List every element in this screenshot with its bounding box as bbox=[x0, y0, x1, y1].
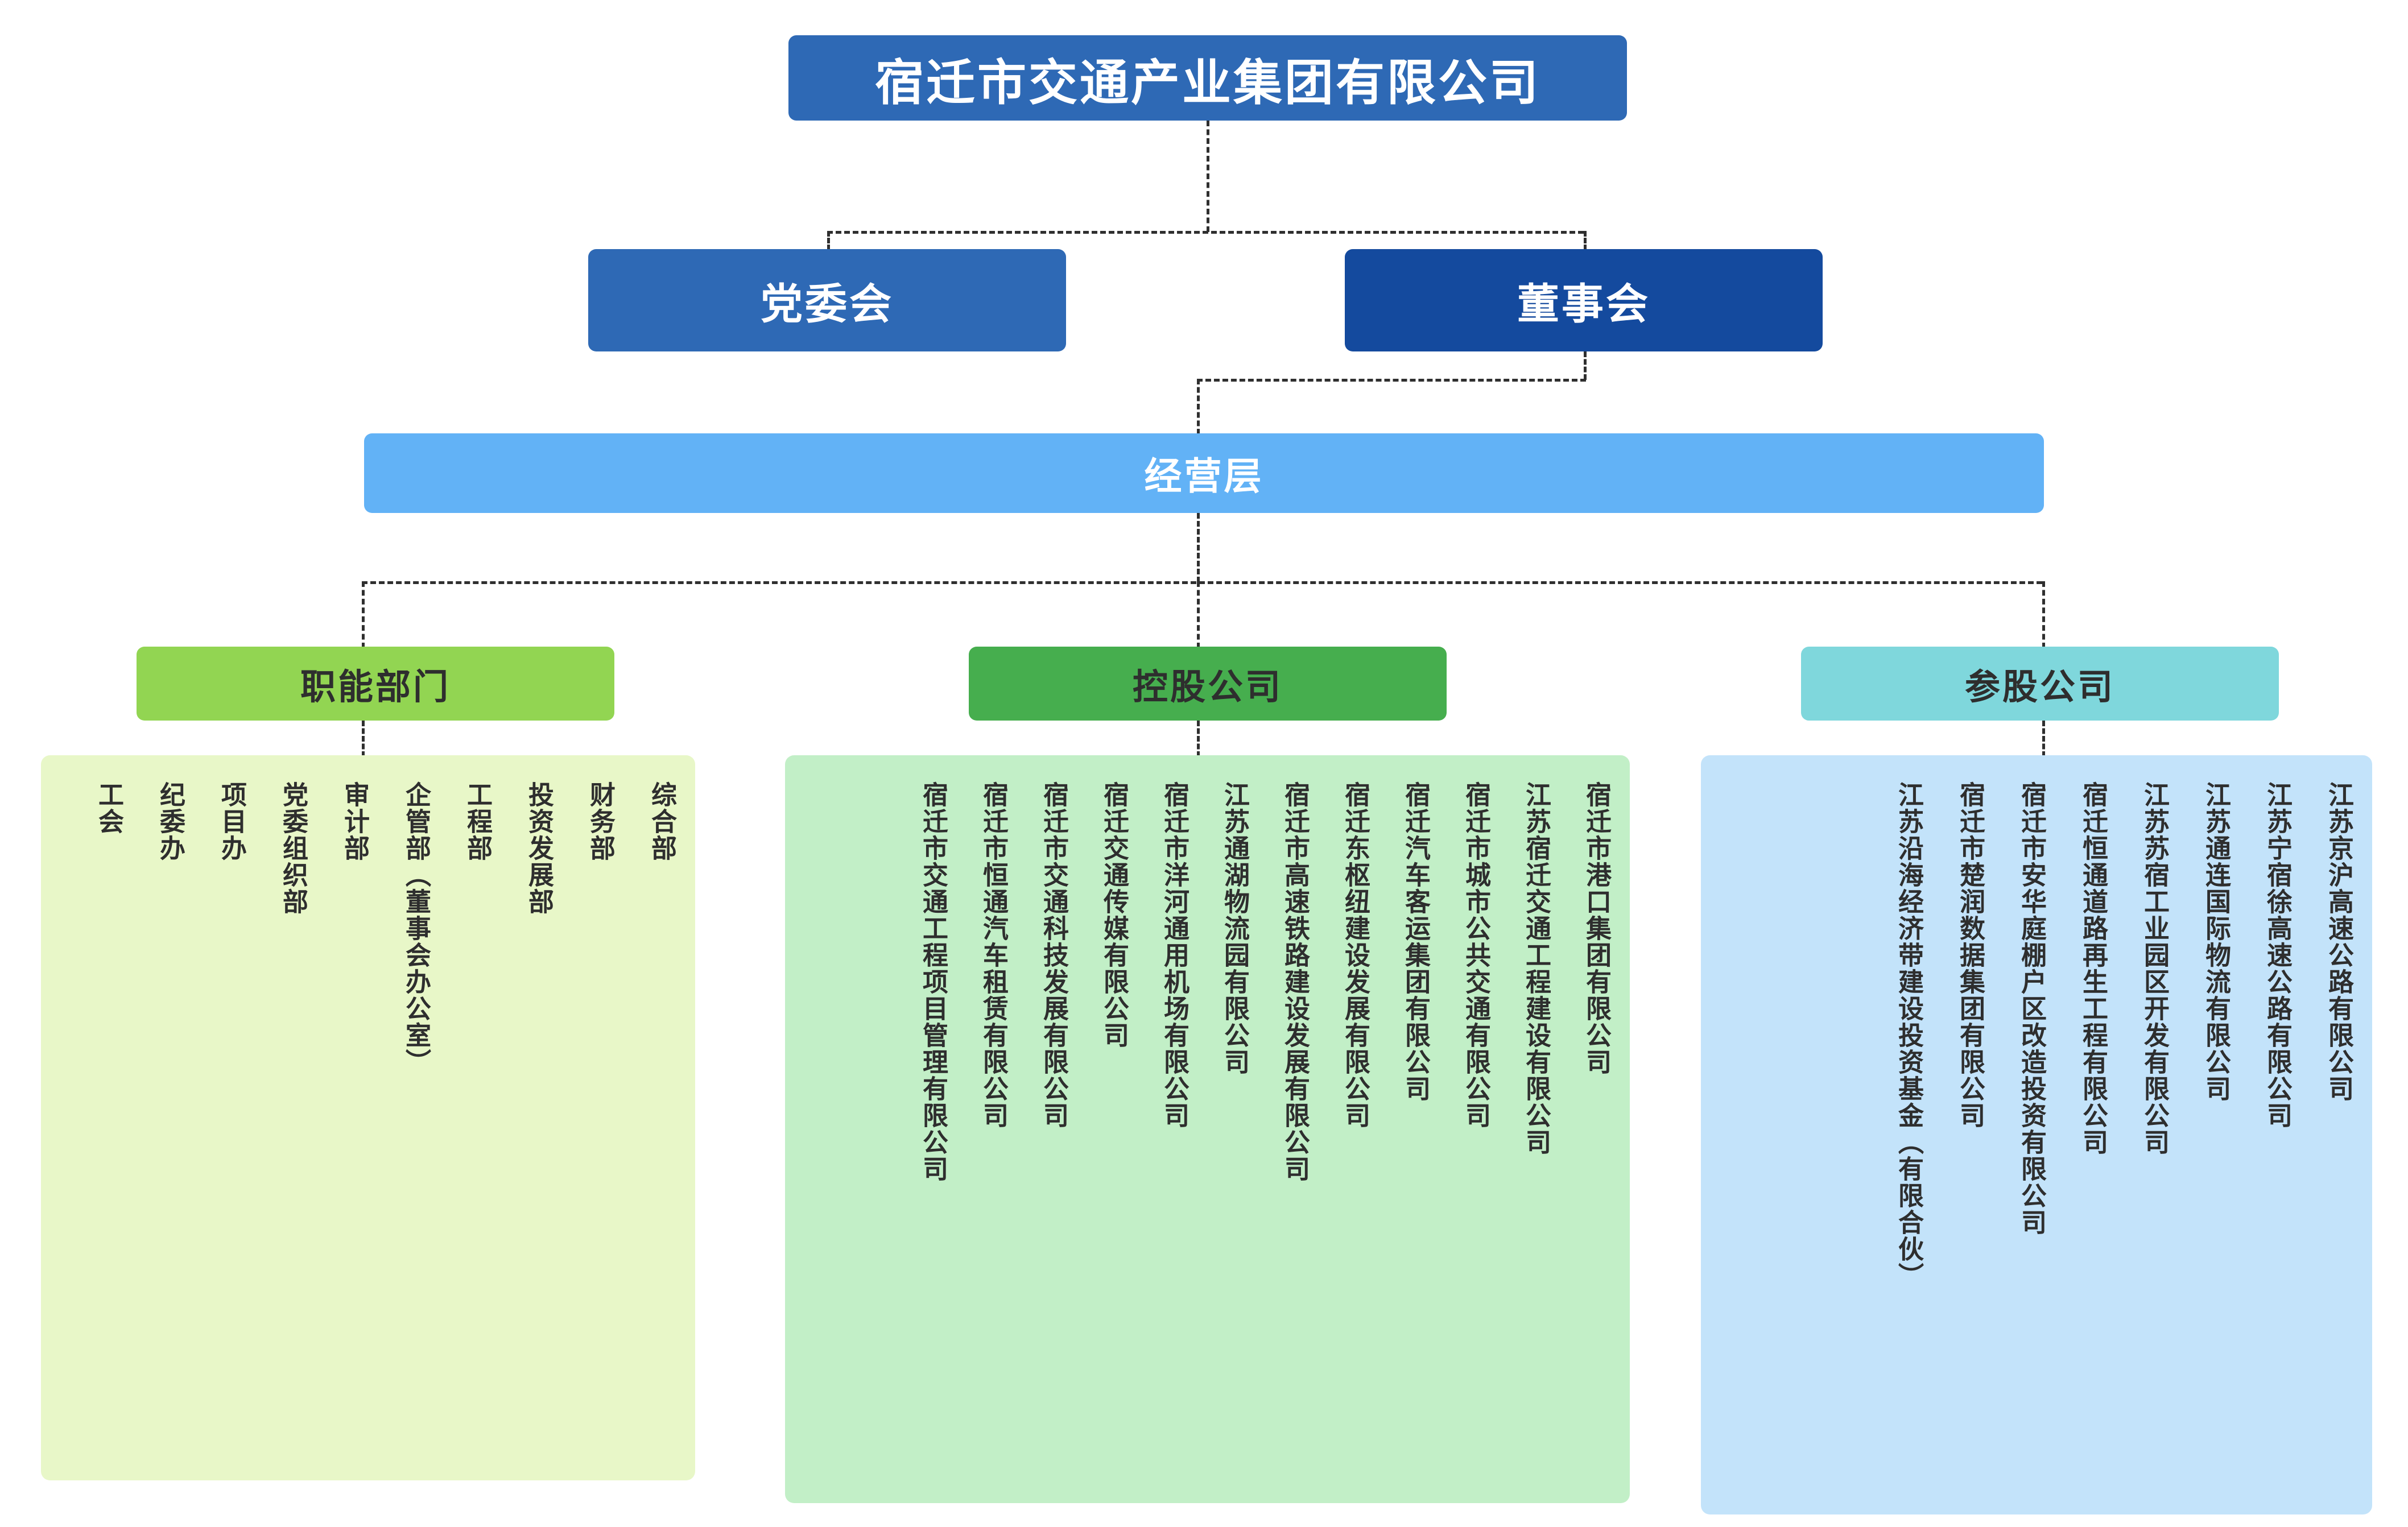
connector-board-to-mgmt bbox=[1197, 379, 1586, 382]
list-item[interactable]: 江苏通湖物流园有限公司 bbox=[1220, 781, 1249, 1075]
connector-board-drop bbox=[1584, 351, 1587, 380]
list-item[interactable]: 工程部 bbox=[463, 781, 492, 862]
connector-holding-to-panel bbox=[1197, 721, 1200, 757]
list-item[interactable]: 宿迁市高速铁路建设发展有限公司 bbox=[1281, 781, 1310, 1182]
panel-participation-companies: 江苏京沪高速公路有限公司 江苏宁宿徐高速公路有限公司 江苏通连国际物流有限公司 … bbox=[1701, 755, 2372, 1514]
list-item[interactable]: 宿迁汽车客运集团有限公司 bbox=[1401, 781, 1430, 1102]
list-item[interactable]: 宿迁交通传媒有限公司 bbox=[1100, 781, 1129, 1049]
list-item[interactable]: 宿迁市安华庭棚户区改造投资有限公司 bbox=[2017, 781, 2046, 1236]
connector-categories-bus bbox=[362, 581, 2042, 584]
list-item[interactable]: 宿迁市交通科技发展有限公司 bbox=[1039, 781, 1068, 1129]
list-item[interactable]: 宿迁东枢纽建设发展有限公司 bbox=[1341, 781, 1370, 1129]
list-item[interactable]: 江苏宿迁交通工程建设有限公司 bbox=[1522, 781, 1551, 1156]
connector-to-holding bbox=[1197, 581, 1200, 648]
list-item[interactable]: 宿迁市恒通汽车租赁有限公司 bbox=[979, 781, 1008, 1129]
list-item[interactable]: 宿迁市洋河通用机场有限公司 bbox=[1160, 781, 1189, 1129]
connector-participation-to-panel bbox=[2042, 721, 2045, 757]
panel-holding-companies: 宿迁市港口集团有限公司 江苏宿迁交通工程建设有限公司 宿迁市城市公共交通有限公司… bbox=[785, 755, 1630, 1503]
list-item[interactable]: 审计部 bbox=[340, 781, 369, 862]
list-item[interactable]: 财务部 bbox=[586, 781, 615, 862]
list-item[interactable]: 宿迁市城市公共交通有限公司 bbox=[1461, 781, 1490, 1129]
list-item[interactable]: 综合部 bbox=[647, 781, 676, 862]
category-functional-departments[interactable]: 职能部门 bbox=[137, 647, 614, 721]
connector-to-participation bbox=[2042, 581, 2045, 648]
list-item[interactable]: 宿迁市港口集团有限公司 bbox=[1582, 781, 1611, 1075]
list-item[interactable]: 项目办 bbox=[217, 781, 246, 862]
category-holding-companies[interactable]: 控股公司 bbox=[969, 647, 1447, 721]
connector-to-party bbox=[827, 231, 830, 250]
connector-level2-bus bbox=[827, 231, 1584, 234]
node-party-committee[interactable]: 党委会 bbox=[588, 249, 1066, 351]
list-item[interactable]: 江苏京沪高速公路有限公司 bbox=[2324, 781, 2353, 1102]
list-item[interactable]: 宿迁市交通工程项目管理有限公司 bbox=[919, 781, 948, 1182]
node-board-of-directors[interactable]: 董事会 bbox=[1345, 249, 1823, 351]
connector-mgmt-entry bbox=[1197, 379, 1200, 434]
list-item[interactable]: 江苏苏宿工业园区开发有限公司 bbox=[2140, 781, 2169, 1156]
node-management-layer[interactable]: 经营层 bbox=[364, 433, 2044, 513]
connector-root-stem bbox=[1207, 121, 1209, 232]
list-item[interactable]: 纪委办 bbox=[156, 781, 185, 862]
connector-mgmt-stem bbox=[1197, 513, 1200, 582]
list-item[interactable]: 宿迁恒通道路再生工程有限公司 bbox=[2079, 781, 2108, 1156]
connector-to-functional bbox=[362, 581, 365, 648]
list-item[interactable]: 党委组织部 bbox=[279, 781, 308, 915]
list-item[interactable]: 投资发展部 bbox=[524, 781, 554, 915]
category-participation-companies[interactable]: 参股公司 bbox=[1801, 647, 2279, 721]
list-item[interactable]: 工会 bbox=[94, 781, 123, 835]
list-item[interactable]: 企管部（董事会办公室） bbox=[402, 781, 431, 1075]
panel-functional-departments: 综合部 财务部 投资发展部 工程部 企管部（董事会办公室） 审计部 党委组织部 … bbox=[41, 755, 695, 1480]
root-node-company[interactable]: 宿迁市交通产业集团有限公司 bbox=[788, 35, 1627, 121]
connector-to-board bbox=[1584, 231, 1587, 250]
connector-functional-to-panel bbox=[362, 721, 365, 757]
list-item[interactable]: 江苏通连国际物流有限公司 bbox=[2202, 781, 2231, 1102]
list-item[interactable]: 江苏沿海经济带建设投资基金（有限合伙） bbox=[1894, 781, 1923, 1289]
list-item[interactable]: 江苏宁宿徐高速公路有限公司 bbox=[2263, 781, 2292, 1129]
list-item[interactable]: 宿迁市楚润数据集团有限公司 bbox=[1956, 781, 1985, 1129]
